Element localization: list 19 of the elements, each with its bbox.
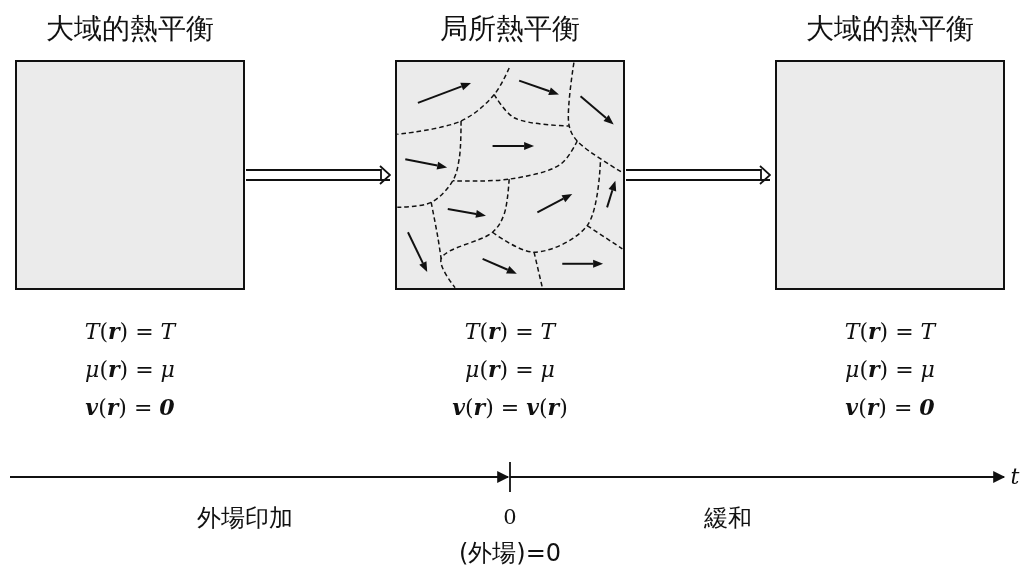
equation: v(r) = v(r) [452,394,568,421]
equation: v(r) = 0 [85,394,175,421]
equation: μ(r) = μ [85,356,175,383]
equation: v(r) = 0 [845,394,935,421]
phase-label: 緩和 [704,503,752,534]
equation: T(r) = T [84,318,176,345]
condition-label: (外場)=0 [458,538,562,569]
phase-label: 外場印加 [197,503,293,534]
axis-label: t [1010,464,1020,489]
equation: T(r) = T [844,318,936,345]
heading: 大域的熱平衡 [46,12,214,46]
heading: 大域的熱平衡 [806,12,974,46]
implication-arrow [625,165,771,185]
implication-arrow [245,165,391,185]
heading: 局所熱平衡 [440,12,580,46]
equation: μ(r) = μ [465,356,555,383]
equation: μ(r) = μ [845,356,935,383]
equation: T(r) = T [464,318,556,345]
tick-label: 0 [503,505,517,529]
